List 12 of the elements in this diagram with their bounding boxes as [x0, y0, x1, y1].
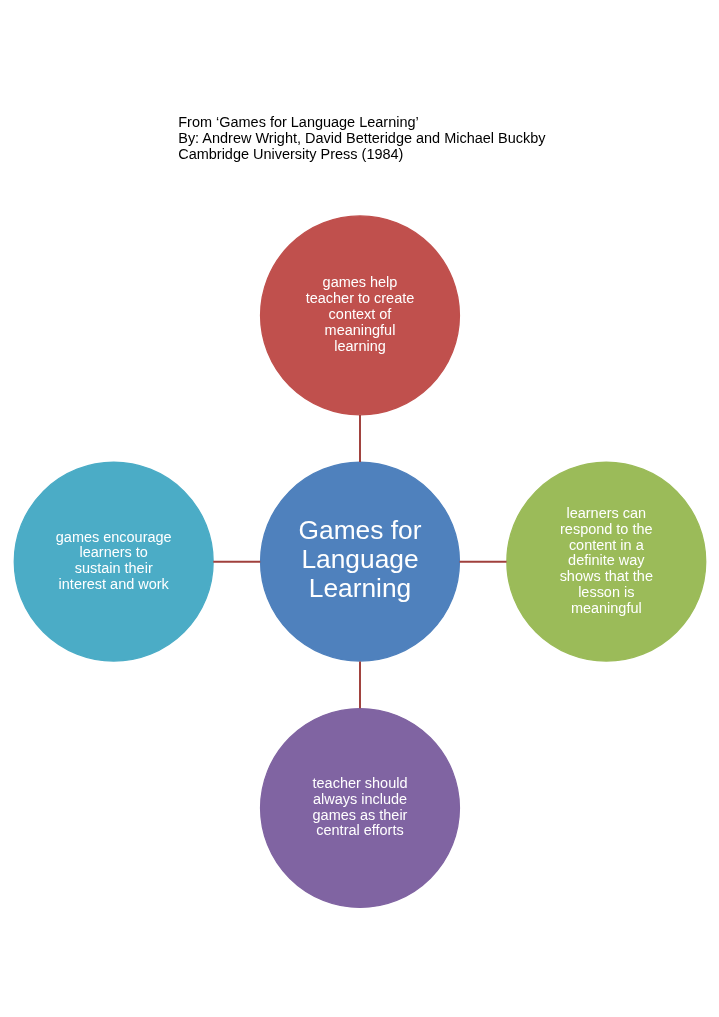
connector	[211, 560, 261, 563]
node-circle: teacher should always include games as their central efforts	[259, 707, 460, 908]
label: Cambridge University Press (1984)	[177, 145, 403, 162]
node-circle: Games for Language Learning	[259, 461, 460, 662]
node-circle: games encourage learners to sustain their interest and work	[13, 461, 214, 662]
connector	[358, 413, 361, 463]
connector	[358, 659, 361, 709]
label: From ‘Games for Language Learning’	[177, 113, 419, 130]
node-circle: learners can respond to the content in a definite way shows that the lesson is meaningful	[505, 461, 706, 662]
connector	[458, 560, 508, 563]
node-circle: games help teacher to create context of meaningful learning	[259, 214, 460, 415]
label: By: Andrew Wright, David Betteridge and Michael Buckby	[177, 129, 546, 146]
